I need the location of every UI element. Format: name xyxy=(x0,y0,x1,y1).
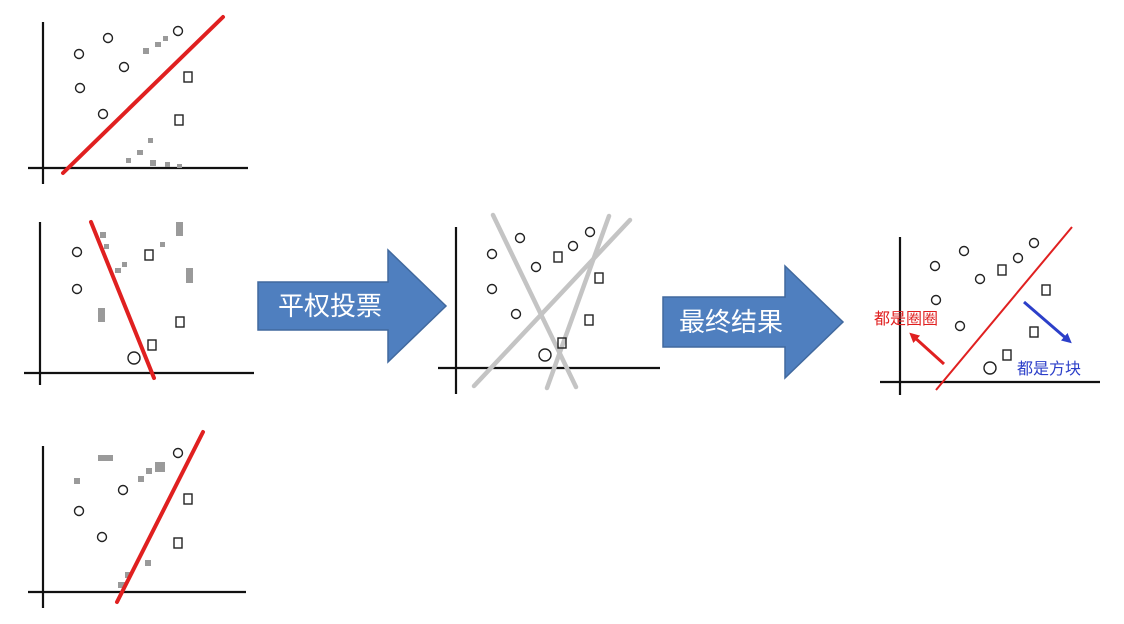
result-panel: 都是圈圈 都是方块 xyxy=(874,226,1100,395)
squares-region-arrow xyxy=(1023,300,1072,344)
square-marker-icon xyxy=(553,251,604,349)
circle-marker-icon xyxy=(71,246,141,365)
circles-region-label: 都是圈圈 xyxy=(874,309,938,328)
final-split-line xyxy=(935,226,1073,391)
circle-marker-icon xyxy=(486,226,596,362)
squares-region-label: 都是方块 xyxy=(1017,359,1081,378)
combined-line-1 xyxy=(490,212,579,390)
classifier-panel-3 xyxy=(28,430,246,608)
resampled-pixels xyxy=(98,222,193,322)
classifier-panel-2 xyxy=(24,220,254,385)
square-marker-icon xyxy=(173,493,193,549)
square-marker-icon xyxy=(144,249,185,351)
resampled-pixels xyxy=(126,36,182,168)
vote-arrow-label: 平权投票 xyxy=(278,292,382,322)
split-line-3 xyxy=(115,430,205,604)
combined-line-3 xyxy=(544,213,612,391)
vote-arrow: 平权投票 xyxy=(257,248,448,364)
circle-marker-icon xyxy=(73,25,184,120)
square-marker-icon xyxy=(997,264,1051,361)
combined-panel xyxy=(438,212,660,394)
circle-marker-icon xyxy=(929,237,1040,375)
split-line-1 xyxy=(61,15,225,175)
result-arrow-label: 最终结果 xyxy=(679,308,783,338)
circle-marker-icon xyxy=(73,447,184,543)
circles-region-arrow xyxy=(909,332,946,366)
resampled-pixels xyxy=(74,455,165,588)
square-marker-icon xyxy=(174,71,193,126)
result-arrow: 最终结果 xyxy=(662,264,845,380)
combined-line-2 xyxy=(471,217,633,389)
split-line-2 xyxy=(89,220,156,380)
classifier-panel-1 xyxy=(28,15,248,184)
